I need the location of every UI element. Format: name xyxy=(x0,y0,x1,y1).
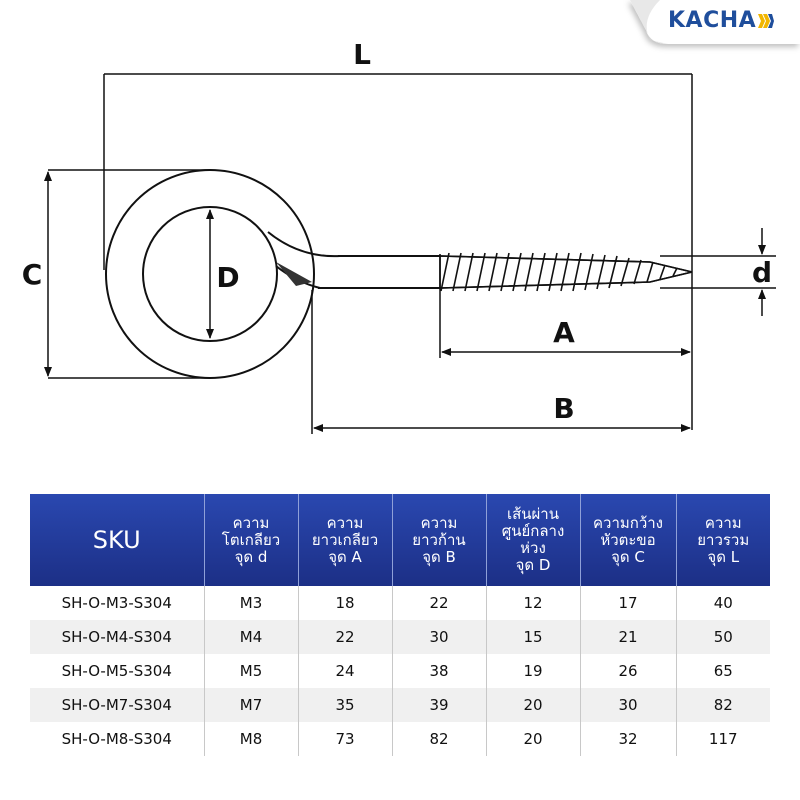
header-total-length: ความยาวรวมจุด L xyxy=(675,494,770,586)
cell-sku: SH-O-M3-S304 xyxy=(30,586,204,620)
cell-thread-length: 73 xyxy=(297,722,392,756)
cell-total-length: 82 xyxy=(675,688,770,722)
table-row: SH-O-M4-S304 M4 22 30 15 21 50 xyxy=(30,620,770,654)
header-hook-width: ความกว้างหัวตะขอจุด C xyxy=(579,494,676,586)
table-row: SH-O-M3-S304 M3 18 22 12 17 40 xyxy=(30,586,770,620)
header-text-line: ยาวเกลียว xyxy=(311,530,379,549)
table-row: SH-O-M8-S304 M8 73 82 20 32 117 xyxy=(30,722,770,756)
cell-thread-size: M4 xyxy=(203,620,298,654)
cell-eye-diameter: 15 xyxy=(485,620,580,654)
cell-total-length: 65 xyxy=(675,654,770,688)
header-text-line: ห่วง xyxy=(520,539,546,557)
cell-shank-length: 30 xyxy=(391,620,486,654)
table-row: SH-O-M5-S304 M5 24 38 19 26 65 xyxy=(30,654,770,688)
header-text-line: ความ xyxy=(704,513,742,532)
header-text-line: ยาวรวม xyxy=(697,530,750,549)
label-L: L xyxy=(353,38,371,71)
cell-thread-size: M5 xyxy=(203,654,298,688)
eye-ring xyxy=(104,169,341,379)
header-text-line: จุด C xyxy=(611,547,645,566)
cell-thread-size: M3 xyxy=(203,586,298,620)
cell-sku: SH-O-M7-S304 xyxy=(30,688,204,722)
header-text-line: จุด B xyxy=(422,547,456,566)
dimension-L xyxy=(103,73,693,430)
cell-eye-diameter: 12 xyxy=(485,586,580,620)
cell-total-length: 117 xyxy=(675,722,770,756)
cell-sku: SH-O-M8-S304 xyxy=(30,722,204,756)
header-text-line: จุด L xyxy=(707,547,740,566)
cell-shank-length: 38 xyxy=(391,654,486,688)
label-A: A xyxy=(553,316,575,349)
table-header-row: SKU ความโตเกลียวจุด d ความยาวเกลียวจุด A… xyxy=(30,494,770,586)
header-text-line: เส้นผ่าน xyxy=(506,505,559,523)
cell-thread-size: M7 xyxy=(203,688,298,722)
header-text-line: โตเกลียว xyxy=(221,530,281,549)
cell-hook-width: 30 xyxy=(579,688,676,722)
header-text-line: ยาวก้าน xyxy=(412,530,466,549)
label-B: B xyxy=(553,392,574,425)
header-text-line: ความ xyxy=(326,513,364,532)
cell-sku: SH-O-M5-S304 xyxy=(30,654,204,688)
cell-thread-length: 18 xyxy=(297,586,392,620)
header-text-line: ศูนย์กลาง xyxy=(501,522,565,540)
cell-eye-diameter: 19 xyxy=(485,654,580,688)
dimension-A xyxy=(439,290,691,358)
cell-hook-width: 17 xyxy=(579,586,676,620)
header-thread-length: ความยาวเกลียวจุด A xyxy=(297,494,392,586)
label-D: D xyxy=(216,261,239,294)
cell-shank-length: 82 xyxy=(391,722,486,756)
cell-shank-length: 39 xyxy=(391,688,486,722)
cell-shank-length: 22 xyxy=(391,586,486,620)
header-text-line: จุด A xyxy=(328,547,362,566)
cell-sku: SH-O-M4-S304 xyxy=(30,620,204,654)
screw-thread xyxy=(439,252,693,292)
header-eye-diameter: เส้นผ่านศูนย์กลางห่วงจุด D xyxy=(485,494,580,586)
header-text-line: จุด D xyxy=(515,556,551,574)
header-shank-length: ความยาวก้านจุด B xyxy=(391,494,486,586)
spec-table: SKU ความโตเกลียวจุด d ความยาวเกลียวจุด A… xyxy=(30,494,770,756)
header-text-line: หัวตะขอ xyxy=(600,530,656,549)
cell-hook-width: 26 xyxy=(579,654,676,688)
table-row: SH-O-M7-S304 M7 35 39 20 30 82 xyxy=(30,688,770,722)
header-thread-size: ความโตเกลียวจุด d xyxy=(203,494,298,586)
header-text-line: จุด d xyxy=(234,547,268,566)
cell-eye-diameter: 20 xyxy=(485,722,580,756)
cell-total-length: 40 xyxy=(675,586,770,620)
cell-total-length: 50 xyxy=(675,620,770,654)
cell-thread-length: 24 xyxy=(297,654,392,688)
label-d: d xyxy=(752,256,772,289)
cell-hook-width: 21 xyxy=(579,620,676,654)
eye-screw-dimension-diagram: L C D xyxy=(22,38,776,434)
header-text-line: ความ xyxy=(420,513,458,532)
cell-thread-length: 35 xyxy=(297,688,392,722)
dimension-d xyxy=(660,228,776,316)
cell-thread-size: M8 xyxy=(203,722,298,756)
label-C: C xyxy=(22,258,43,291)
header-sku: SKU xyxy=(30,494,204,586)
header-text-line: SKU xyxy=(92,525,141,554)
cell-hook-width: 32 xyxy=(579,722,676,756)
dimension-C xyxy=(44,169,210,379)
header-text-line: ความกว้าง xyxy=(592,513,664,532)
cell-eye-diameter: 20 xyxy=(485,688,580,722)
cell-thread-length: 22 xyxy=(297,620,392,654)
dimension-B xyxy=(311,290,691,434)
screw-shank xyxy=(318,255,440,289)
header-text-line: ความ xyxy=(232,513,270,532)
